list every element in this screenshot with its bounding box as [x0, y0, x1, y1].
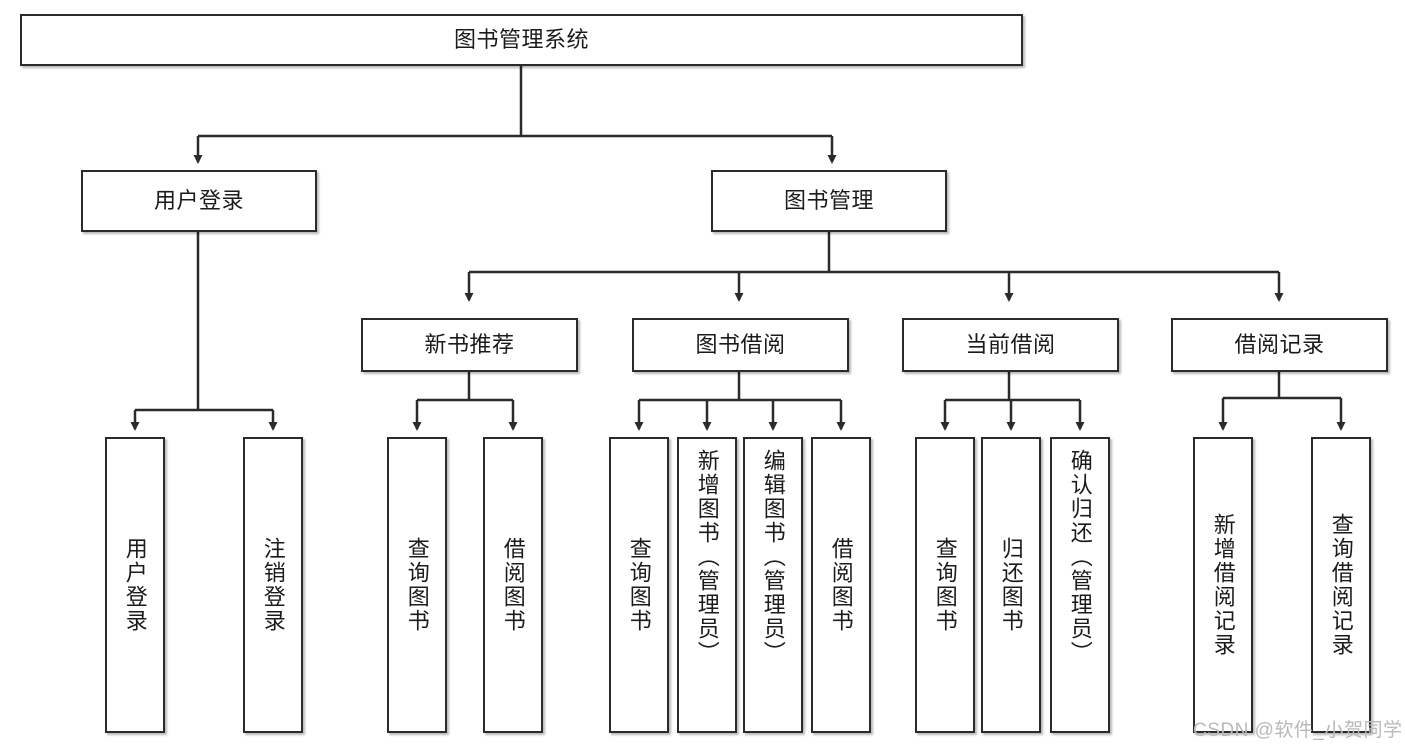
node-label: 编辑图书（管理员） [760, 449, 786, 665]
node-label: 归还图书 [998, 537, 1024, 633]
node-label: 查询图书 [626, 537, 652, 633]
node-label: 确认归还（管理员） [1067, 449, 1093, 665]
node-leaf-query-book-3[interactable]: 查询图书 [915, 437, 975, 733]
csdn-watermark: CSDN @软件_小贺同学 [1193, 720, 1403, 741]
node-leaf-return-book[interactable]: 归还图书 [981, 437, 1041, 733]
node-leaf-query-book-1[interactable]: 查询图书 [387, 437, 447, 733]
node-label: 查询图书 [404, 537, 430, 633]
node-book-management[interactable]: 图书管理 [711, 170, 947, 232]
node-label: 注销登录 [260, 537, 286, 633]
node-leaf-add-book[interactable]: 新增图书（管理员） [677, 437, 737, 733]
node-label: 图书管理 [783, 187, 874, 213]
node-leaf-add-borrow-record[interactable]: 新增借阅记录 [1193, 437, 1253, 733]
node-leaf-logout-login[interactable]: 注销登录 [243, 437, 303, 733]
node-leaf-user-login[interactable]: 用户登录 [105, 437, 165, 733]
node-label: 用户登录 [122, 537, 148, 633]
node-leaf-edit-book[interactable]: 编辑图书（管理员） [743, 437, 803, 733]
node-leaf-borrow-book-2[interactable]: 借阅图书 [811, 437, 871, 733]
node-label: 图书管理系统 [453, 26, 589, 52]
node-label: 借阅记录 [1234, 331, 1325, 357]
node-leaf-query-borrow-record[interactable]: 查询借阅记录 [1311, 437, 1371, 733]
node-leaf-query-book-2[interactable]: 查询图书 [609, 437, 669, 733]
node-label: 借阅图书 [828, 537, 854, 633]
node-leaf-borrow-book-1[interactable]: 借阅图书 [483, 437, 543, 733]
node-label: 图书借阅 [695, 331, 786, 357]
node-label: 当前借阅 [965, 331, 1056, 357]
node-book-borrow[interactable]: 图书借阅 [632, 318, 849, 372]
node-label: 借阅图书 [500, 537, 526, 633]
node-leaf-confirm-return[interactable]: 确认归还（管理员） [1050, 437, 1110, 733]
node-book-management-system[interactable]: 图书管理系统 [20, 14, 1023, 66]
node-label: 查询借阅记录 [1328, 513, 1354, 657]
node-label: 查询图书 [932, 537, 958, 633]
node-label: 新书推荐 [424, 331, 515, 357]
node-label: 新增借阅记录 [1210, 513, 1236, 657]
node-current-borrow[interactable]: 当前借阅 [902, 318, 1119, 372]
node-new-book-recommend[interactable]: 新书推荐 [361, 318, 578, 372]
node-label: 用户登录 [153, 187, 244, 213]
node-label: 新增图书（管理员） [694, 449, 720, 665]
node-borrow-record[interactable]: 借阅记录 [1171, 318, 1388, 372]
node-user-login[interactable]: 用户登录 [81, 170, 317, 232]
